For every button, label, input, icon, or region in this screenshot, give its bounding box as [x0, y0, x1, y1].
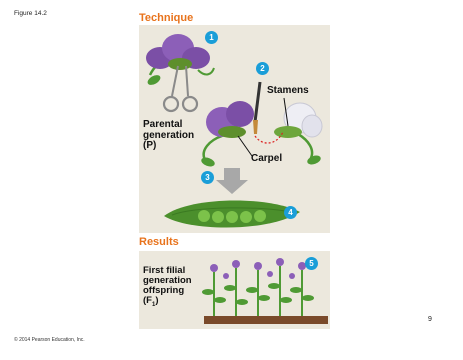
pea-pod	[164, 200, 300, 227]
copyright-notice: © 2014 Pearson Education, Inc.	[14, 337, 85, 343]
filial-line-4: (F1)	[143, 296, 192, 308]
parental-generation-label: Parental generation (P)	[143, 120, 194, 152]
step-5-badge: 5	[305, 257, 318, 270]
page-number: 9	[428, 316, 432, 323]
first-filial-label: First filial generation offspring (F1)	[143, 266, 192, 308]
carpel-leader	[238, 136, 252, 156]
step-3-badge: 3	[201, 171, 214, 184]
scissors-icon	[164, 66, 197, 111]
purple-flower-step1	[146, 34, 214, 87]
stamens-label: Stamens	[267, 86, 309, 97]
step-2-badge: 2	[256, 62, 269, 75]
parental-line-3: (P)	[143, 141, 194, 152]
carpel-label: Carpel	[251, 154, 282, 165]
f1-prefix: (F	[143, 295, 152, 306]
step-1-badge: 1	[205, 31, 218, 44]
parental-line-1: Parental	[143, 120, 194, 131]
purple-flower-parent	[200, 101, 254, 168]
f1-suffix: )	[155, 295, 158, 306]
down-arrow-icon	[216, 168, 248, 194]
step-4-badge: 4	[284, 206, 297, 219]
paintbrush-icon	[253, 82, 260, 134]
